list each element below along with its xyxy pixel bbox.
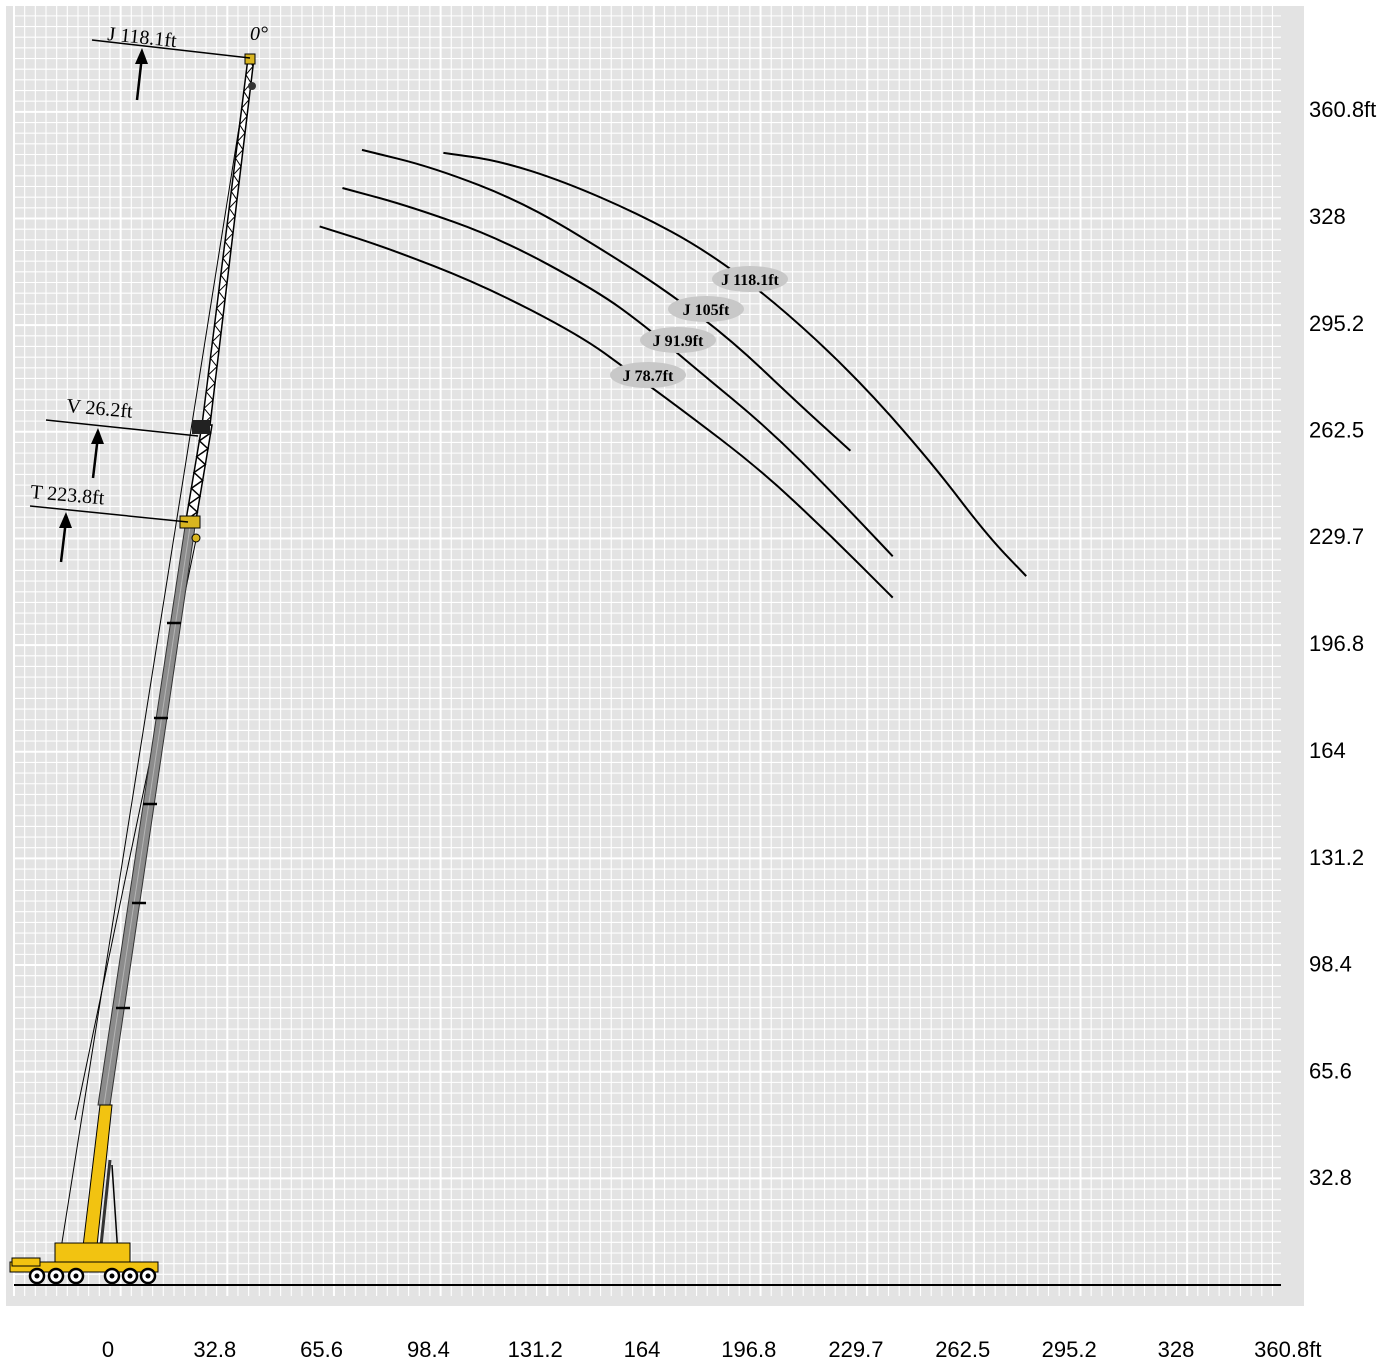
x-tick-label: 131.2 — [508, 1337, 563, 1362]
x-tick-label: 98.4 — [407, 1337, 450, 1362]
jib-head — [244, 53, 256, 65]
y-tick-label: 262.5 — [1309, 417, 1364, 442]
y-tick-label: 98.4 — [1309, 952, 1352, 977]
range-curve — [342, 187, 894, 557]
y-tick-label: 32.8 — [1309, 1165, 1352, 1190]
derrick — [111, 1164, 119, 1256]
x-tick-label: 0 — [102, 1337, 114, 1362]
y-tick-label: 229.7 — [1309, 524, 1364, 549]
curve-label: J 118.1ft — [721, 272, 779, 289]
x-tick-label: 360.8ft — [1254, 1337, 1321, 1362]
curve-label: J 91.9ft — [653, 333, 704, 350]
curve-label-pill — [640, 327, 716, 353]
arrow-v-head — [91, 428, 104, 444]
lattice-zigzag — [201, 57, 254, 426]
x-tick-label: 65.6 — [300, 1337, 343, 1362]
grid — [13, 6, 1281, 1296]
luffing-cylinder — [98, 1159, 112, 1256]
hook-t — [191, 533, 201, 543]
leader-t — [29, 505, 189, 523]
x-tick-label: 196.8 — [721, 1337, 776, 1362]
y-tick-label: 131.2 — [1309, 845, 1364, 870]
y-tick-label: 328 — [1309, 204, 1346, 229]
wheel-hub — [53, 1273, 59, 1279]
hook-top — [248, 82, 256, 90]
lattice-zigzag-v — [185, 424, 212, 521]
leader-j — [91, 39, 251, 59]
joint-v — [192, 420, 210, 434]
wheel-hub — [145, 1273, 151, 1279]
x-tick-label: 164 — [624, 1337, 661, 1362]
x-tick-label: 32.8 — [193, 1337, 236, 1362]
curve-label: J 105ft — [683, 302, 730, 319]
joint-t — [179, 515, 201, 529]
lattice-pattern — [185, 57, 254, 521]
arrow-j-head — [135, 48, 148, 64]
y-tick-label: 360.8ft — [1309, 97, 1376, 122]
guy-line — [59, 57, 251, 1256]
x-tick-label: 229.7 — [828, 1337, 883, 1362]
boom-section-marks — [116, 621, 181, 1010]
y-tick-label: 295.2 — [1309, 311, 1364, 336]
leader-v — [45, 419, 199, 437]
arrow-t-head — [59, 512, 72, 528]
x-tick-label: 295.2 — [1042, 1337, 1097, 1362]
y-tick-label: 196.8 — [1309, 631, 1364, 656]
y-tick-label: 65.6 — [1309, 1058, 1352, 1083]
curve-label-pill — [668, 296, 744, 322]
x-axis-ticks: 0 32.8 65.6 98.4 131.2 164 196.8 229.7 262.5 295.… — [102, 1337, 1322, 1362]
wheel-hub — [109, 1273, 115, 1279]
range-curve — [319, 225, 894, 599]
cab — [11, 1257, 41, 1267]
wheel-hub — [127, 1273, 133, 1279]
wheels — [28, 1267, 157, 1285]
range-curve — [361, 148, 852, 452]
x-tick-label: 262.5 — [935, 1337, 990, 1362]
crane-illustration — [9, 53, 256, 1285]
y-axis-ticks: 32.8 65.6 98.4 131.2 164 196.8 229.7 262.5 295.2… — [1309, 97, 1376, 1190]
wheel-hub — [34, 1273, 40, 1279]
y-tick-label: 164 — [1309, 738, 1346, 763]
curve-label: J 78.7ft — [623, 368, 674, 385]
x-tick-label: 328 — [1158, 1337, 1195, 1362]
wheel-hub — [73, 1273, 79, 1279]
curve-labels: J 118.1ft J 105ft J 91.9ft J 78.7ft — [610, 266, 788, 388]
curve-label-pill — [610, 362, 686, 388]
angle-label: 0° — [250, 23, 268, 45]
curve-label-pill — [712, 266, 788, 292]
superstructure — [54, 1242, 131, 1263]
